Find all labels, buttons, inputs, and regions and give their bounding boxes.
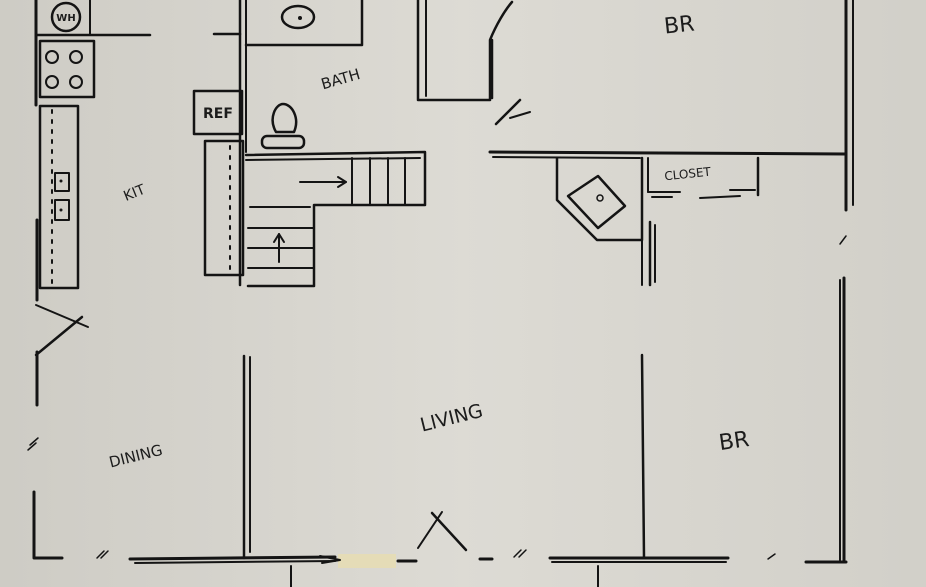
bedroom-door — [494, 98, 522, 126]
bottom-bedroom-label: BR — [717, 427, 751, 456]
interior-walls — [242, 353, 646, 560]
kitchen-label: KIT — [121, 182, 148, 205]
kitchen-sink-icon — [54, 172, 70, 192]
back-door — [34, 315, 84, 357]
water-heater-label: WH — [56, 13, 75, 24]
bathroom — [212, 0, 364, 287]
top-bedroom-label: BR — [663, 12, 696, 40]
tick-marks — [96, 235, 847, 560]
toilet-icon — [271, 102, 298, 134]
stairs — [244, 150, 427, 288]
corner-sink-icon — [566, 174, 627, 230]
closet-label: CLOSET — [664, 165, 712, 184]
water-heater-icon — [50, 1, 82, 33]
top-bedroom-walls — [416, 0, 848, 159]
pantry-cabinet — [203, 139, 245, 277]
kitchen — [27, 0, 152, 451]
stove-icon — [38, 39, 96, 99]
tape-strip — [338, 554, 396, 568]
bath-sink-icon — [280, 4, 316, 30]
closet — [555, 156, 760, 287]
kitchen-counter — [38, 104, 80, 290]
refrigerator-label: REF — [203, 106, 233, 122]
refrigerator — [192, 89, 244, 136]
exterior-walls — [32, 0, 854, 587]
arrow-mark — [319, 555, 341, 564]
